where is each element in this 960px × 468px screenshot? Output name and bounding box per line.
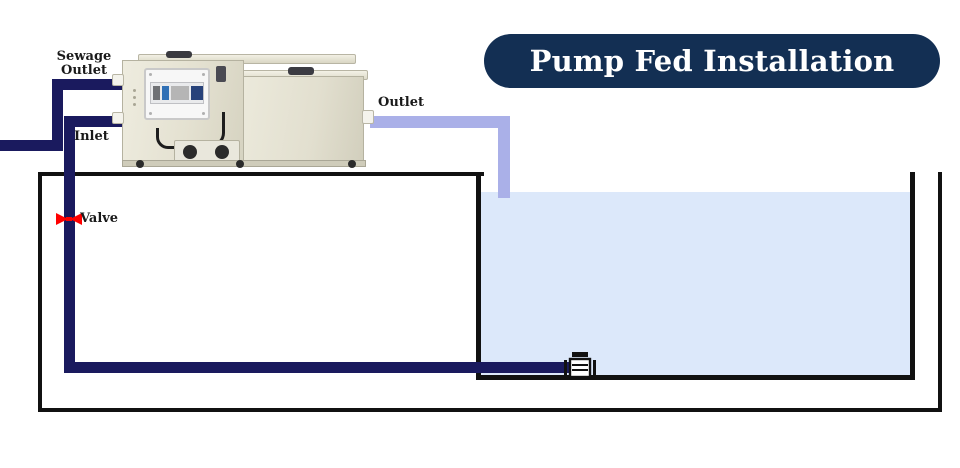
knob-2-icon — [215, 145, 229, 159]
unit-vent-dots-icon — [133, 89, 136, 110]
unit-base — [122, 160, 366, 167]
unit-cap-left-icon — [166, 51, 192, 58]
sewage-treatment-pump-unit — [112, 42, 374, 172]
unit-lid — [138, 54, 356, 64]
submersible-pump-icon[interactable] — [562, 352, 598, 382]
unit-body-right — [238, 76, 364, 164]
tank-floor — [476, 375, 915, 380]
title-banner: Pump Fed Installation — [484, 34, 940, 88]
unit-vent-icon — [216, 66, 226, 82]
junction-box — [174, 140, 240, 162]
control-panel-breakers — [150, 82, 204, 104]
label-valve: Valve — [80, 211, 119, 226]
water-holding-tank — [481, 192, 910, 375]
breaker-3-icon — [170, 86, 190, 100]
label-outlet: Outlet — [378, 95, 424, 110]
tank-left-wall — [476, 172, 481, 380]
outlet-pipe-vertical — [498, 116, 510, 198]
control-panel[interactable] — [144, 68, 210, 120]
sewage-outlet-pipe-upper — [52, 79, 124, 90]
outlet-pipe-horizontal — [370, 116, 510, 128]
breaker-1-icon — [153, 86, 160, 100]
unit-port-outlet — [362, 110, 374, 124]
unit-port-inlet — [112, 112, 124, 124]
breaker-4-icon — [191, 86, 203, 100]
left-chamber-outline — [38, 172, 484, 412]
sewage-outlet-pipe-drop — [52, 79, 63, 151]
panel-screw-icon — [149, 73, 152, 76]
inlet-pipe-riser — [64, 116, 75, 372]
label-inlet: Inlet — [74, 129, 109, 144]
label-sewage-outlet: Sewage Outlet — [56, 49, 112, 78]
unit-cap-right-icon — [288, 67, 314, 75]
panel-screw-icon — [202, 112, 205, 115]
page-title: Pump Fed Installation — [529, 44, 895, 78]
valve-icon[interactable] — [55, 212, 83, 226]
right-outer-outline — [480, 172, 942, 412]
unit-foot-icon — [236, 160, 244, 168]
panel-screw-icon — [202, 73, 205, 76]
unit-foot-icon — [348, 160, 356, 168]
inlet-pipe-horizontal — [64, 116, 124, 127]
panel-screw-icon — [149, 112, 152, 115]
tank-right-wall — [910, 172, 915, 380]
unit-port-sewage-outlet — [112, 74, 124, 86]
knob-1-icon — [183, 145, 197, 159]
sewage-outlet-pipe-lower — [0, 140, 63, 151]
breaker-2-icon — [161, 86, 169, 100]
unit-foot-icon — [136, 160, 144, 168]
inlet-pipe-bottom-run — [64, 362, 576, 373]
